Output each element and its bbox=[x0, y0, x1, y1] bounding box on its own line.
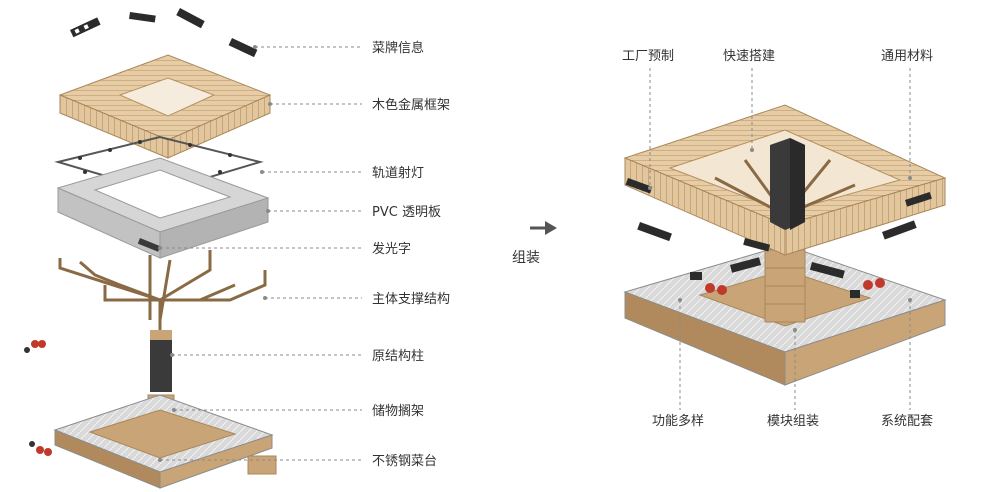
assembly-arrow: 组装 bbox=[512, 221, 557, 266]
label-modular-assembly: 模块组装 bbox=[767, 414, 819, 429]
label-universal-material: 通用材料 bbox=[881, 49, 933, 64]
original-structural-column bbox=[150, 330, 172, 392]
left-leader-lines bbox=[158, 45, 362, 462]
pvc-transparent-panel bbox=[56, 157, 270, 259]
right-leader-lines bbox=[648, 68, 912, 410]
label-main-support: 主体支撑结构 bbox=[372, 292, 450, 307]
arrow-label: 组装 bbox=[512, 250, 540, 266]
assembled-menu-signs bbox=[637, 220, 917, 298]
label-factory-prefab: 工厂预制 bbox=[622, 49, 674, 64]
label-wood-frame: 木色金属框架 bbox=[372, 97, 450, 113]
label-original-column: 原结构柱 bbox=[372, 349, 424, 364]
label-pvc-panel: PVC 透明板 bbox=[372, 205, 441, 220]
stainless-steel-counter bbox=[53, 394, 277, 489]
assembled-labels: 工厂预制 快速搭建 通用材料 功能多样 模块组装 系统配套 bbox=[622, 48, 933, 429]
assembled-shelf-column bbox=[764, 249, 806, 323]
label-multi-function: 功能多样 bbox=[652, 413, 704, 429]
label-storage-shelf: 储物搁架 bbox=[372, 404, 424, 419]
wood-metal-frame bbox=[58, 54, 272, 159]
small-sign-props bbox=[24, 340, 52, 456]
label-luminous-letters: 发光字 bbox=[372, 241, 411, 257]
label-steel-counter: 不锈钢菜台 bbox=[372, 454, 437, 469]
label-menu-sign: 菜牌信息 bbox=[372, 40, 424, 56]
label-quick-build: 快速搭建 bbox=[723, 48, 775, 64]
main-support-structure bbox=[58, 250, 267, 340]
label-track-lights: 轨道射灯 bbox=[372, 165, 424, 181]
label-system-support: 系统配套 bbox=[881, 413, 933, 429]
assembled-central-column bbox=[714, 138, 856, 230]
exploded-labels: 菜牌信息 木色金属框架 轨道射灯 PVC 透明板 发光字 主体支撑结构 原结构柱… bbox=[372, 40, 450, 469]
